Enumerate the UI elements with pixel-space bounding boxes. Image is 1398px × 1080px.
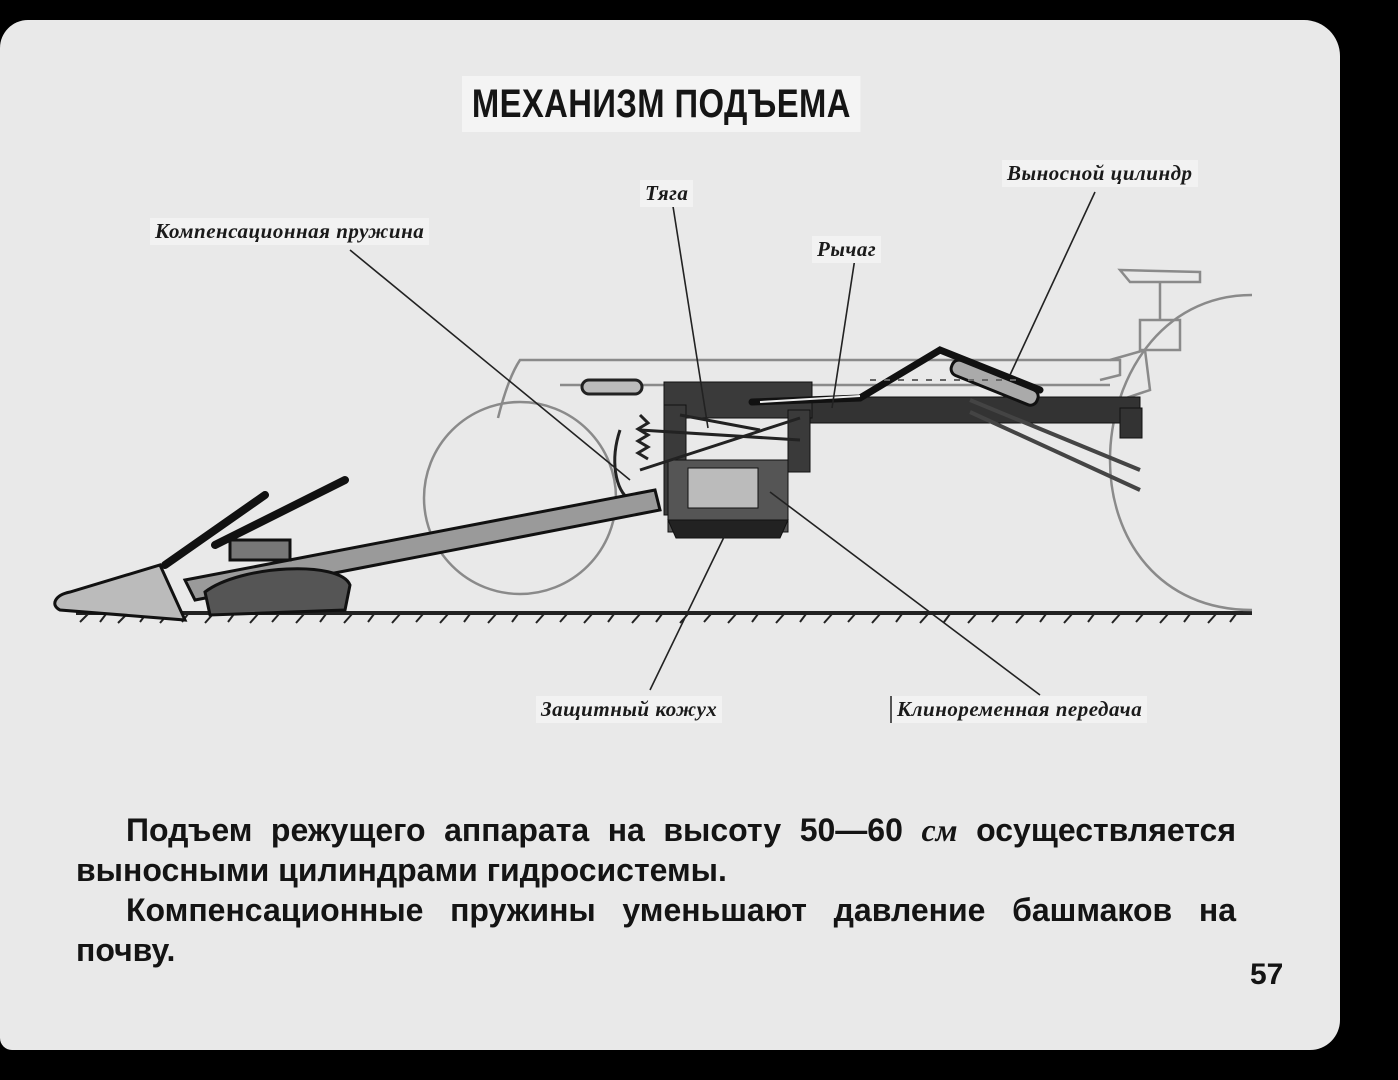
label-lever: Рычаг	[812, 236, 882, 263]
page-number: 57	[1250, 958, 1284, 991]
caption-paragraph-2: Компенсационные пружины уменьшают давлен…	[76, 892, 1236, 968]
slide: МЕХАНИЗМ ПОДЪЕМА	[0, 20, 1340, 1050]
lever-cylinder	[748, 346, 1141, 492]
gearbox	[667, 459, 789, 539]
mower-lift-diagram	[53, 191, 1253, 696]
label-belt: Клиноременная передача	[890, 696, 1148, 723]
diagram-title: МЕХАНИЗМ ПОДЪЕМА	[462, 76, 861, 132]
caption: Подъем режущего аппарата на высоту 50—60…	[76, 810, 1236, 970]
leader-lines	[349, 191, 1096, 696]
cutter-bar	[53, 476, 662, 622]
label-cylinder: Выносной цилиндр	[1002, 160, 1198, 187]
label-spring: Компенсационная пружина	[150, 218, 430, 245]
label-rod: Тяга	[640, 180, 694, 207]
unit-cm: см	[921, 812, 958, 848]
tractor-outline	[422, 268, 1253, 612]
tie-rods	[639, 413, 801, 472]
caption-paragraph-1: Подъем режущего аппарата на высоту 50—60…	[76, 812, 1237, 888]
label-guard: Защитный кожух	[536, 696, 723, 723]
